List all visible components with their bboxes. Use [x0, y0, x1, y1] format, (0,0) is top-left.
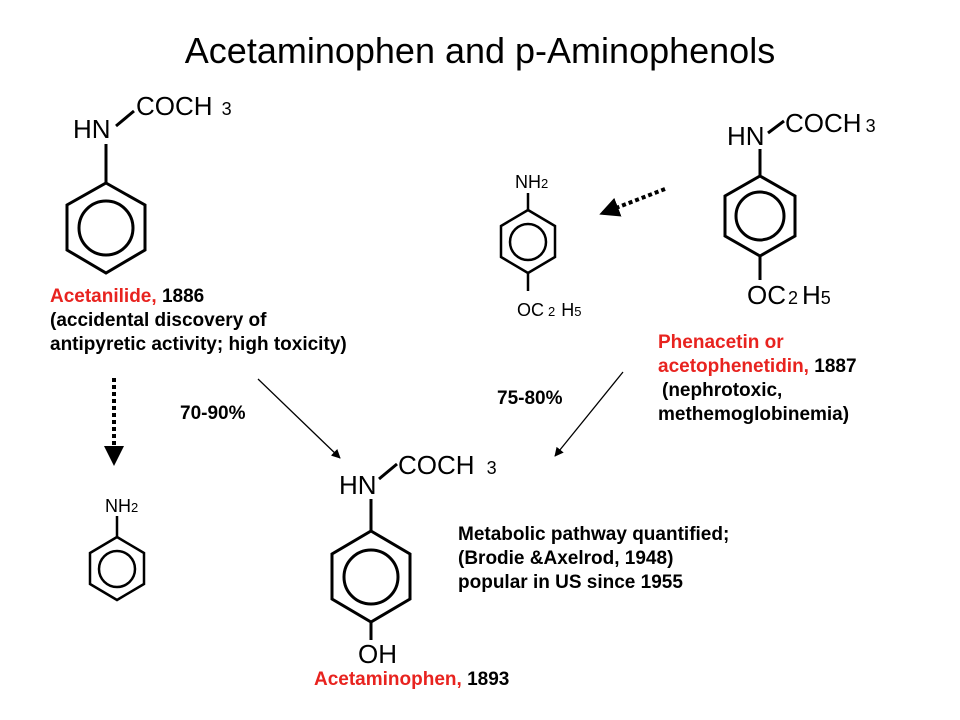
- phenacetin-coch-text: COCH: [785, 108, 862, 138]
- phenetidine-sub-5: 5: [574, 304, 582, 319]
- phenetidine-nh-text: NH: [515, 172, 541, 192]
- phenetidine-structure: [499, 193, 557, 291]
- phenacetin-note-line2: methemoglobinemia): [658, 404, 850, 425]
- phenacetin-structure: [723, 119, 797, 280]
- acetanilide-caption: Acetanilide, 1886 (accidental discovery …: [50, 285, 347, 357]
- phenetidine-sub-2: 2: [541, 176, 549, 191]
- yield-label-phenacetin: 75-80%: [497, 388, 563, 409]
- phenacetin-sub-2: 2: [788, 288, 799, 308]
- phenetidine-sub-2b: 2: [548, 304, 556, 319]
- phenacetin-hn-label: HN: [727, 121, 765, 151]
- phenetidine-aromatic-circle: [508, 222, 548, 262]
- acetanilide-year: 1886: [161, 286, 205, 307]
- yield-label-acetanilide: 70-90%: [180, 403, 246, 424]
- phenetidine-oc-text: OC: [517, 300, 544, 320]
- acetaminophen-hn-label: HN: [339, 470, 377, 500]
- aniline-ring: [88, 535, 146, 602]
- acetaminophen-coch-text: COCH: [398, 450, 475, 480]
- phenacetin-caption: Phenacetin or acetophenetidin, 1887 (nep…: [658, 331, 857, 427]
- phenetidine-h-text: H: [561, 300, 575, 320]
- acetaminophen-structure: [330, 462, 412, 640]
- acetanilide-coch-text: COCH: [136, 91, 213, 121]
- phenacetin-name-line1: Phenacetin or: [658, 332, 784, 353]
- phenacetin-n-acyl-bond: [767, 119, 785, 135]
- aniline-structure: [88, 516, 146, 602]
- acetaminophen-note-line3: popular in US since 1955: [458, 572, 683, 593]
- aniline-nh-text: NH: [105, 496, 131, 516]
- acetaminophen-oh-label: OH: [358, 639, 397, 669]
- acetanilide-ring: [65, 181, 147, 275]
- acetaminophen-name: Acetaminophen,: [314, 669, 462, 690]
- phenacetin-year: 1887: [814, 356, 857, 377]
- acetaminophen-coch-label: COCH 3: [398, 452, 497, 478]
- phenacetin-name2: acetophenetidin,: [658, 356, 809, 377]
- acetanilide-name-line: Acetanilide, 1886: [50, 285, 347, 309]
- arrow-phenacetin-to-phenetidine: [599, 187, 666, 217]
- phenacetin-h-text: H: [802, 280, 821, 310]
- acetaminophen-note: Metabolic pathway quantified; (Brodie &A…: [458, 523, 729, 595]
- aniline-aromatic-circle: [97, 549, 137, 589]
- phenacetin-oc-text: OC: [747, 280, 786, 310]
- phenacetin-sub-3: 3: [865, 116, 876, 136]
- arrow-phenacetin-to-acetaminophen: [554, 371, 624, 457]
- acetanilide-n-acyl-bond: [115, 109, 135, 128]
- acetanilide-coch-label: COCH 3: [136, 93, 232, 119]
- phenetidine-nh2-label: NH2: [515, 173, 548, 191]
- acetaminophen-caption: Acetaminophen, 1893: [314, 668, 509, 692]
- acetaminophen-year: 1893: [467, 669, 510, 690]
- aniline-nh2-label: NH2: [105, 497, 138, 515]
- acetaminophen-note-line1: Metabolic pathway quantified;: [458, 524, 730, 545]
- acetanilide-structure: [65, 109, 147, 275]
- acetaminophen-note-line2: (Brodie &Axelrod, 1948): [458, 548, 674, 569]
- acetanilide-name: Acetanilide,: [50, 286, 157, 307]
- slide-title: Acetaminophen and p-Aminophenols: [184, 30, 776, 71]
- aniline-sub-2: 2: [131, 500, 139, 515]
- phenacetin-aromatic-circle: [734, 190, 786, 242]
- acetanilide-hn-label: HN: [73, 114, 111, 144]
- phenacetin-note-line1: (nephrotoxic,: [662, 380, 783, 401]
- acetanilide-aromatic-circle: [77, 199, 135, 257]
- arrow-acetanilide-to-acetaminophen: [257, 378, 341, 459]
- acetaminophen-aromatic-circle: [342, 548, 400, 606]
- acetanilide-note-line1: (accidental discovery of: [50, 310, 267, 331]
- acetaminophen-n-acyl-bond: [378, 462, 398, 481]
- phenacetin-sub-5: 5: [820, 288, 831, 308]
- acetanilide-sub-3: 3: [221, 99, 232, 119]
- phenacetin-name-line2: acetophenetidin, 1887: [658, 355, 857, 379]
- acetanilide-note-line2: antipyretic activity; high toxicity): [50, 334, 347, 355]
- acetaminophen-sub-3: 3: [486, 458, 497, 478]
